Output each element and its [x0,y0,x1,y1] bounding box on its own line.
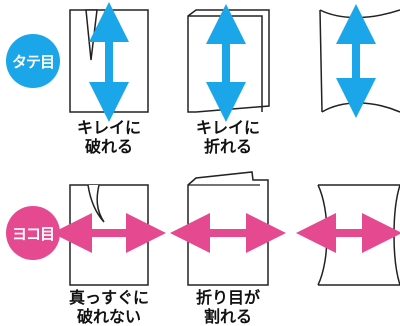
caption-line: 真っすぐに [68,288,149,307]
caption-line: 折り目が [195,288,260,307]
caption-line: 割れる [203,307,252,326]
vertical-fold-caption: キレイに 折れる [173,118,283,156]
caption-line: 破れる [84,137,133,156]
vertical-grain-badge: タテ目 [6,34,60,88]
horizontal-fold-sheet [187,171,269,286]
caption-line: 破れない [76,307,141,326]
caption-line: キレイに [76,118,141,137]
caption-line: 折れる [203,137,252,156]
horizontal-fold-caption: 折り目が 割れる [173,288,283,326]
vertical-tear-caption: キレイに 破れる [54,118,164,156]
horizontal-grain-badge: ヨコ目 [6,206,60,260]
horizontal-tear-caption: 真っすぐに 破れない [54,288,164,326]
caption-line: キレイに [195,118,260,137]
